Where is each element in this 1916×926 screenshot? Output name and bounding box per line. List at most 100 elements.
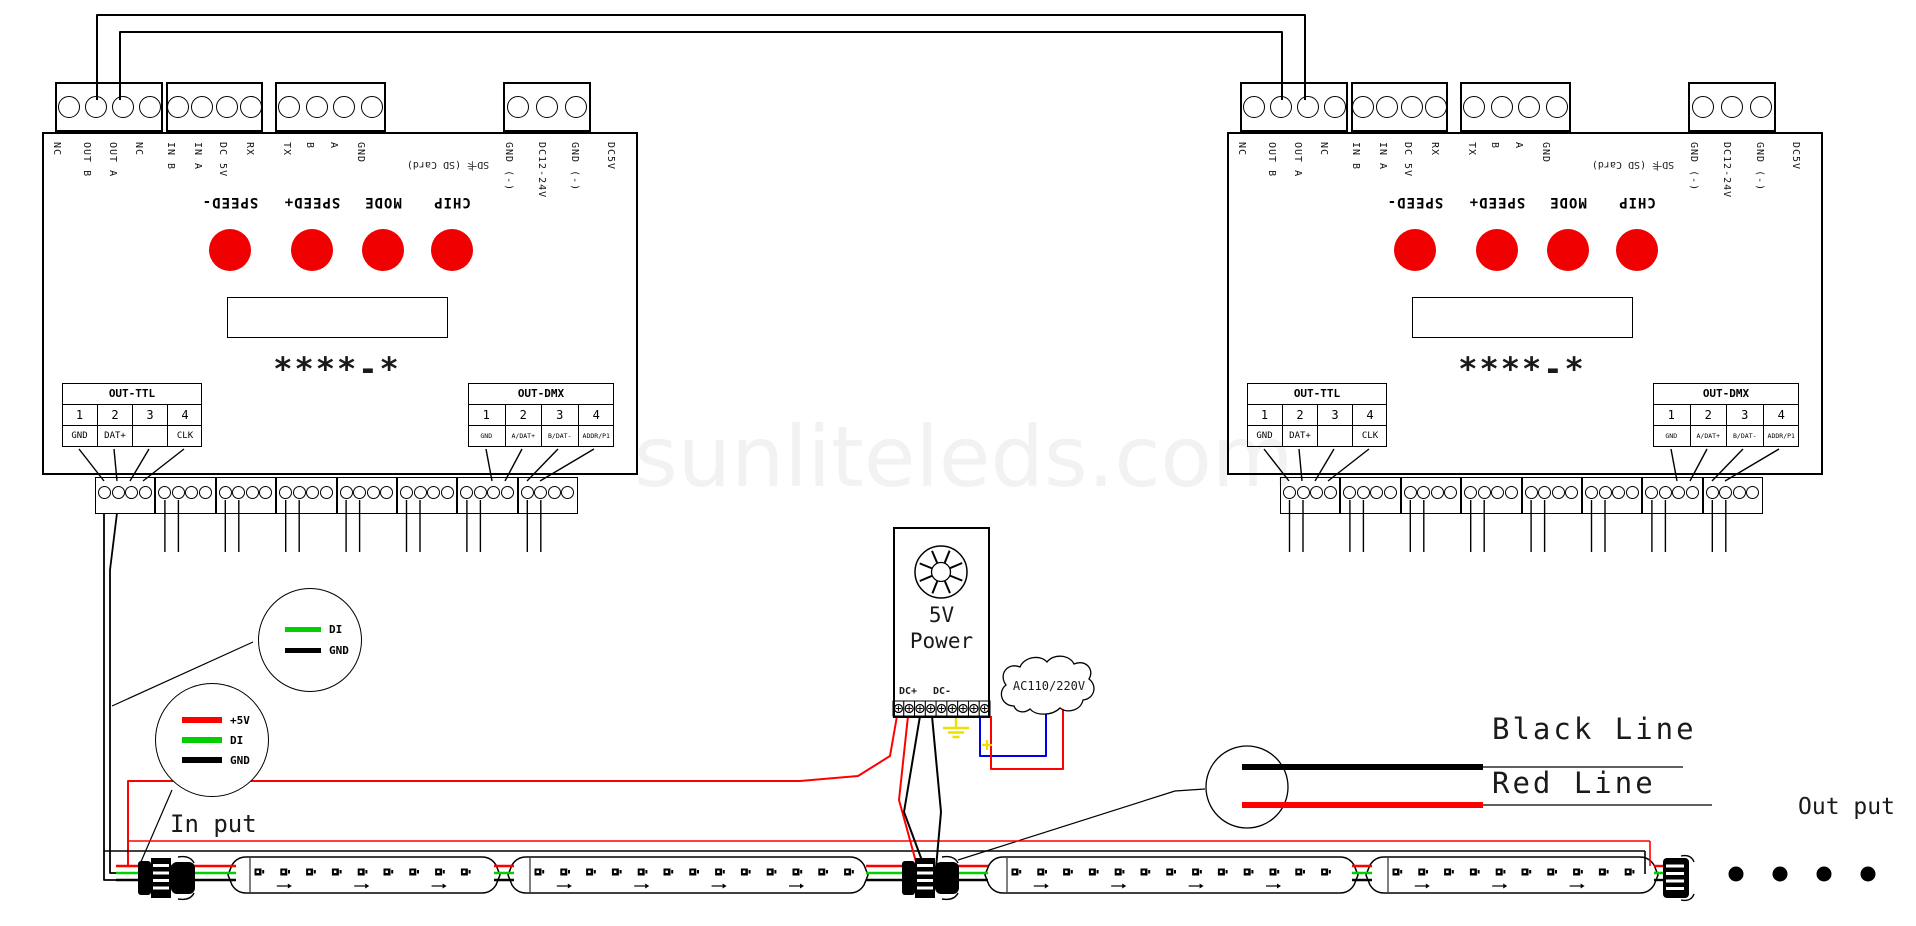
fan-blade xyxy=(919,562,933,570)
screw-head xyxy=(926,703,936,714)
out-ttl-pin-label: GND xyxy=(71,431,88,441)
led-pad xyxy=(568,870,570,874)
terminal-hole xyxy=(427,486,440,499)
output-label: Out put xyxy=(1798,794,1895,820)
led-pad xyxy=(800,870,803,874)
out-ttl-pin-number: 3 xyxy=(1317,405,1352,426)
pin-label: GND (-) xyxy=(503,142,514,192)
led-dot xyxy=(1168,870,1171,873)
ac-source-label: AC110/220V xyxy=(1012,679,1086,693)
led-dot xyxy=(794,870,797,873)
dc-plus-label: DC+ xyxy=(899,686,918,697)
direction-arrow-head xyxy=(1044,883,1049,889)
pin-label: RX xyxy=(1429,142,1440,157)
pin-label: NC xyxy=(1318,142,1329,157)
led-dot xyxy=(1446,870,1449,873)
out-dmx-pin-number: 1 xyxy=(468,405,505,426)
terminal-hole xyxy=(547,486,561,499)
fan-blade xyxy=(943,580,951,594)
led-dot xyxy=(1575,870,1578,873)
out-ttl-pin-label: DAT+ xyxy=(97,426,132,447)
direction-arrow-head xyxy=(1425,883,1430,889)
out-dmx-pin-label: A/DAT+ xyxy=(504,426,542,447)
pin-label: GND xyxy=(1540,142,1551,164)
terminal-hole xyxy=(380,486,394,499)
wire xyxy=(1689,448,1708,482)
wire xyxy=(898,715,917,863)
wire xyxy=(78,448,105,482)
led-pad xyxy=(288,870,290,874)
terminal-block xyxy=(336,477,397,514)
gnd-wire-swatch xyxy=(182,757,222,763)
led-pad xyxy=(1503,870,1506,874)
plus5v-wire-label: +5V xyxy=(230,713,250,727)
led-dot xyxy=(437,870,440,873)
wire xyxy=(1724,448,1780,482)
display-window xyxy=(1412,297,1633,338)
wire xyxy=(539,448,595,482)
pin-label: A xyxy=(1513,142,1524,150)
led-pad xyxy=(748,870,751,874)
terminal-block xyxy=(1280,477,1341,514)
pin-label-sd-card: SD卡 (SD Card) xyxy=(406,159,490,170)
terminal-hole xyxy=(536,96,558,118)
wire xyxy=(504,448,523,482)
terminal-block xyxy=(1702,477,1764,514)
connector-shell xyxy=(935,862,959,894)
terminal-hole xyxy=(232,486,246,499)
led-dot xyxy=(846,870,849,873)
out-dmx-pin-label: GND xyxy=(480,432,493,440)
terminal-hole xyxy=(1296,486,1310,499)
terminal-block xyxy=(1582,477,1643,514)
led-pad xyxy=(774,870,777,874)
terminal-block xyxy=(55,82,163,132)
terminal-block xyxy=(1351,82,1448,132)
pin-label: IN B xyxy=(165,142,176,171)
out-ttl-pin-label: DAT+ xyxy=(1282,426,1317,447)
led-dot xyxy=(1142,870,1145,873)
led-pad xyxy=(593,870,596,874)
wire xyxy=(109,512,150,874)
terminal-block xyxy=(215,477,277,514)
led-dot xyxy=(462,870,466,873)
model-label: ****-* xyxy=(1458,350,1586,388)
legend-row: DI xyxy=(182,734,268,747)
direction-arrow-head xyxy=(287,883,292,889)
terminal-hole xyxy=(413,486,427,499)
wire xyxy=(1263,448,1290,482)
terminal-hole xyxy=(1462,96,1485,118)
pin-label-sd-card: SD卡 (SD Card) xyxy=(1591,159,1675,170)
strip-pcb xyxy=(1365,856,1659,894)
pin-label: RX xyxy=(244,142,255,157)
terminal-hole xyxy=(473,486,487,499)
pin-label: NC xyxy=(133,142,144,157)
led-pad xyxy=(851,870,854,874)
out-dmx-pin-label: B/DAT- xyxy=(541,426,578,447)
out-dmx-title: OUT-DMX xyxy=(468,383,614,405)
terminal-hole xyxy=(1430,486,1444,499)
terminal-hole xyxy=(239,96,262,118)
terminal-block xyxy=(1240,82,1348,132)
led-dot xyxy=(562,870,565,873)
wire xyxy=(119,31,1283,100)
terminal-hole xyxy=(306,486,320,499)
pin-label: DC12-24V xyxy=(1721,142,1732,199)
direction-arrow-head xyxy=(442,883,447,889)
terminal-hole xyxy=(1376,96,1399,118)
led-strip xyxy=(227,856,501,894)
led-dot xyxy=(1323,870,1326,873)
chip-button xyxy=(1616,229,1658,271)
terminal-hole xyxy=(1625,486,1639,499)
led-pad xyxy=(1451,870,1454,874)
terminal-block xyxy=(457,477,518,514)
pin-label: DC 5V xyxy=(1402,142,1413,178)
cloud-shape xyxy=(1000,655,1095,715)
watermark: sunliteleds.com xyxy=(634,408,1294,506)
led-pad xyxy=(697,870,699,874)
terminal-hole xyxy=(1296,96,1319,118)
gnd-wire-label: GND xyxy=(329,644,349,657)
terminal-hole xyxy=(1343,486,1357,499)
strip-connector xyxy=(902,855,959,901)
pin-label: DC12-24V xyxy=(536,142,547,199)
